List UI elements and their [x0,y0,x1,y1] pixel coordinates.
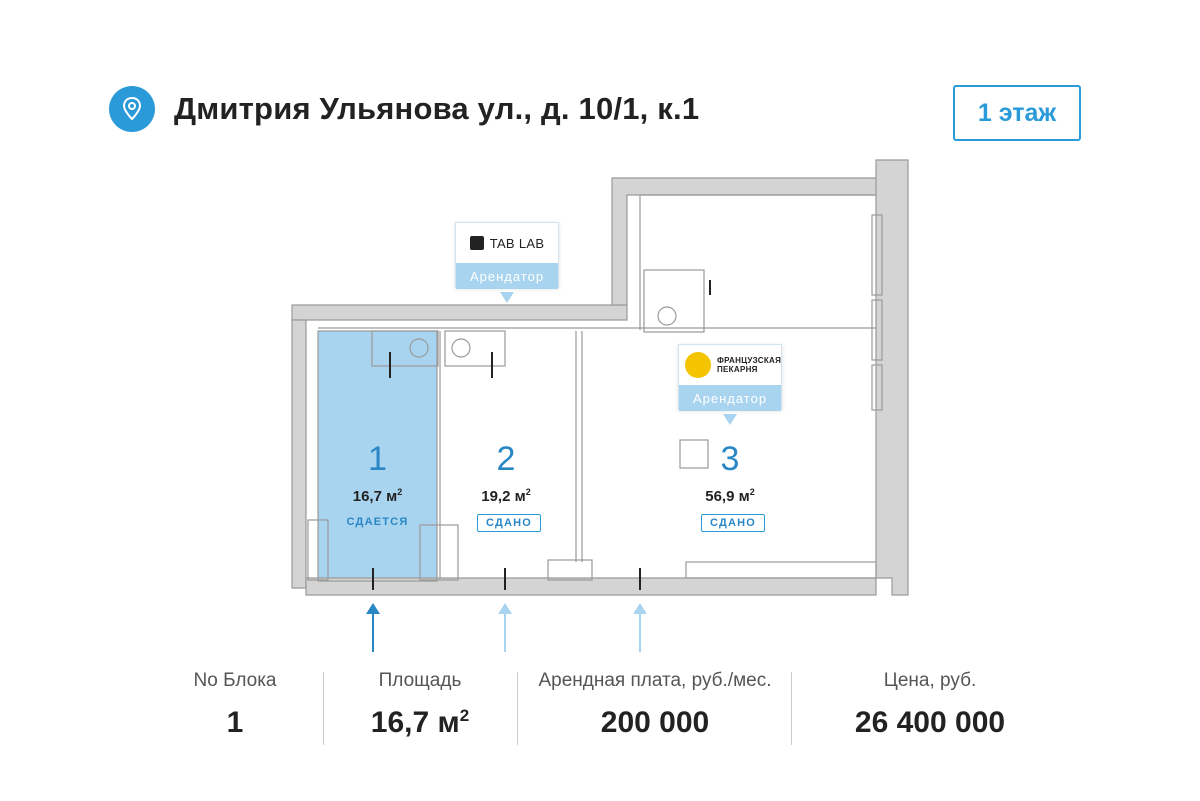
unit-area: 16,7 м2 [352,487,403,505]
tablab-logo-icon [469,236,484,250]
tenant-card-pointer [723,414,737,425]
info-value: 26 400 000 [854,706,1006,739]
unit-number: 3 [720,440,740,478]
info-label: Площадь [378,670,462,691]
divider [517,672,518,745]
page-title: Дмитрия Ульянова ул., д. 10/1, к.1 [174,91,700,126]
page-header: Дмитрия Ульянова ул., д. 10/1, к.1 [109,86,699,132]
info-value: 1 [226,706,244,739]
unit-area: 56,9 м2 [705,487,755,505]
info-block-number: No Блока 1 [160,670,310,740]
tenant-card-pointer [500,292,514,303]
info-rent: Арендная плата, руб./мес. 200 000 [520,670,790,740]
info-area: Площадь 16,7 м2 [330,670,510,740]
tenant-role: Арендатор [679,385,781,411]
unit-number: 2 [496,440,516,478]
door-markers [372,280,711,590]
info-label: Арендная плата, руб./мес. [538,670,772,691]
bakery-logo-icon [685,352,711,378]
walls [291,159,909,596]
unit-area: 19,2 м2 [481,487,531,505]
tenant-role: Арендатор [456,263,558,289]
map-pin-icon [109,86,155,132]
tenant-name: TAB LAB [489,235,545,251]
status-badge: СДАНО [701,514,765,532]
entrance-arrows [366,603,647,652]
info-value: 200 000 [600,706,710,739]
info-value: 16,7 м2 [370,706,470,739]
tenant-card-bakery[interactable]: ФРАНЦУЗСКАЯ ПЕКАРНЯ Арендатор [678,344,782,411]
info-label: Цена, руб. [883,670,977,691]
divider [791,672,792,745]
info-label: No Блока [193,670,277,691]
unit-1-area[interactable] [318,331,437,581]
info-price: Цена, руб. 26 400 000 [810,670,1050,740]
tenant-card-tablab[interactable]: TAB LAB Арендатор [455,222,559,289]
tenant-name-line2: ПЕКАРНЯ [717,365,758,374]
status-badge: СДАНО [477,514,541,532]
tenant-name-line1: ФРАНЦУЗСКАЯ [717,356,782,365]
floor-button[interactable]: 1 этаж [953,85,1081,141]
unit-number: 1 [368,440,387,478]
interior-lines [307,194,883,582]
status-badge: СДАЕТСЯ [346,516,409,528]
divider [323,672,324,745]
